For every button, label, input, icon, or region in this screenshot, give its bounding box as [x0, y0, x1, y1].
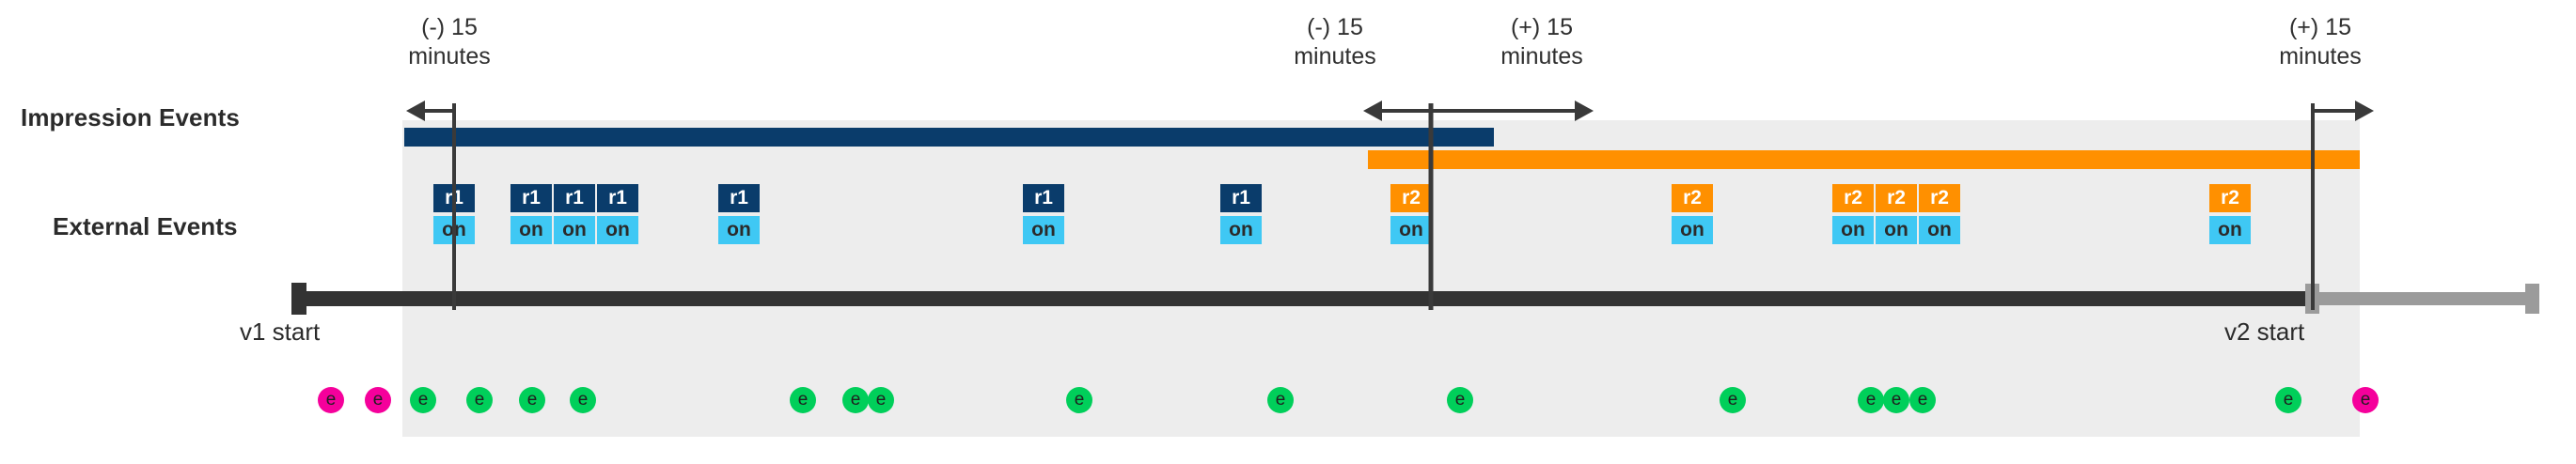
- impression-chip-release: r1: [597, 184, 638, 212]
- v1-start-label: v1 start: [240, 317, 321, 346]
- external-events-row-label: External Events: [53, 212, 238, 240]
- callout-c1: (-) 15 minutes: [365, 13, 534, 71]
- external-event-dot: e: [1267, 387, 1294, 413]
- impression-chip-release: r1: [1220, 184, 1262, 212]
- shaded-region: [402, 120, 2360, 437]
- impression-chip-state: on: [597, 216, 638, 244]
- v2-bar: [1368, 150, 2360, 169]
- impression-chip-release: r2: [1876, 184, 1917, 212]
- external-event-dot: e: [1447, 387, 1473, 413]
- impression-chip-state: on: [718, 216, 760, 244]
- impression-chip-release: r2: [2209, 184, 2251, 212]
- v2-end-cap: [2525, 284, 2539, 314]
- impression-chip-state: on: [1023, 216, 1064, 244]
- callout-c4: (+) 15 minutes: [2236, 13, 2405, 71]
- callout-line2: minutes: [408, 43, 491, 70]
- impression-chip-release: r2: [1390, 184, 1432, 212]
- v1-bar: [404, 128, 1494, 147]
- v2-start-label: v2 start: [2224, 317, 2305, 346]
- impression-chip-release: r2: [1919, 184, 1960, 212]
- impression-chip-state: on: [2209, 216, 2251, 244]
- callout-line1: (-) 15: [421, 14, 478, 40]
- impression-chip-state: on: [1876, 216, 1917, 244]
- external-event-dot: e: [318, 387, 344, 413]
- external-event-dot: e: [1720, 387, 1746, 413]
- callout-c3: (+) 15 minutes: [1457, 13, 1626, 71]
- callout-line2: minutes: [1500, 43, 1583, 70]
- impression-chip-release: r1: [1023, 184, 1064, 212]
- external-event-dot: e: [1883, 387, 1909, 413]
- impression-chip-state: on: [1672, 216, 1713, 244]
- impression-chip-release: r1: [718, 184, 760, 212]
- impression-chip-release: r2: [1672, 184, 1713, 212]
- impression-chip-state: on: [1390, 216, 1432, 244]
- external-event-dot: e: [410, 387, 436, 413]
- impression-chip-state: on: [1832, 216, 1874, 244]
- impression-chip-release: r2: [1832, 184, 1874, 212]
- impression-chip-state: on: [554, 216, 595, 244]
- external-event-dot: e: [2352, 387, 2379, 413]
- external-event-dot: e: [570, 387, 596, 413]
- callout-line2: minutes: [1294, 43, 1376, 70]
- arrow-minus15-mid-head: [1363, 101, 1382, 121]
- v1-start-cap: [291, 283, 306, 315]
- external-event-dot: e: [1858, 387, 1884, 413]
- impression-chip-state: on: [510, 216, 552, 244]
- external-event-dot: e: [365, 387, 391, 413]
- impression-chip-state: on: [1919, 216, 1960, 244]
- impression-events-row-label: Impression Events: [21, 103, 240, 131]
- external-event-dot: e: [790, 387, 816, 413]
- external-event-dot: e: [466, 387, 493, 413]
- callout-line1: (-) 15: [1307, 14, 1363, 40]
- arrow-plus15-mid-head: [1575, 101, 1594, 121]
- external-event-dot: e: [868, 387, 894, 413]
- arrow-minus15-left-head: [406, 101, 425, 121]
- impression-chip-release: r1: [554, 184, 595, 212]
- external-event-dot: e: [842, 387, 869, 413]
- impression-chip-release: r1: [433, 184, 475, 212]
- external-event-dot: e: [1066, 387, 1092, 413]
- impression-chip-state: on: [433, 216, 475, 244]
- callout-line1: (+) 15: [1510, 14, 1573, 40]
- callout-line2: minutes: [2279, 43, 2362, 70]
- arrow-plus15-right-head: [2355, 101, 2374, 121]
- external-event-dot: e: [2275, 387, 2301, 413]
- impression-chip-state: on: [1220, 216, 1262, 244]
- external-event-dot: e: [519, 387, 545, 413]
- callout-line1: (+) 15: [2288, 14, 2351, 40]
- impression-chip-release: r1: [510, 184, 552, 212]
- external-event-dot: e: [1909, 387, 1936, 413]
- callout-c2: (-) 15 minutes: [1250, 13, 1420, 71]
